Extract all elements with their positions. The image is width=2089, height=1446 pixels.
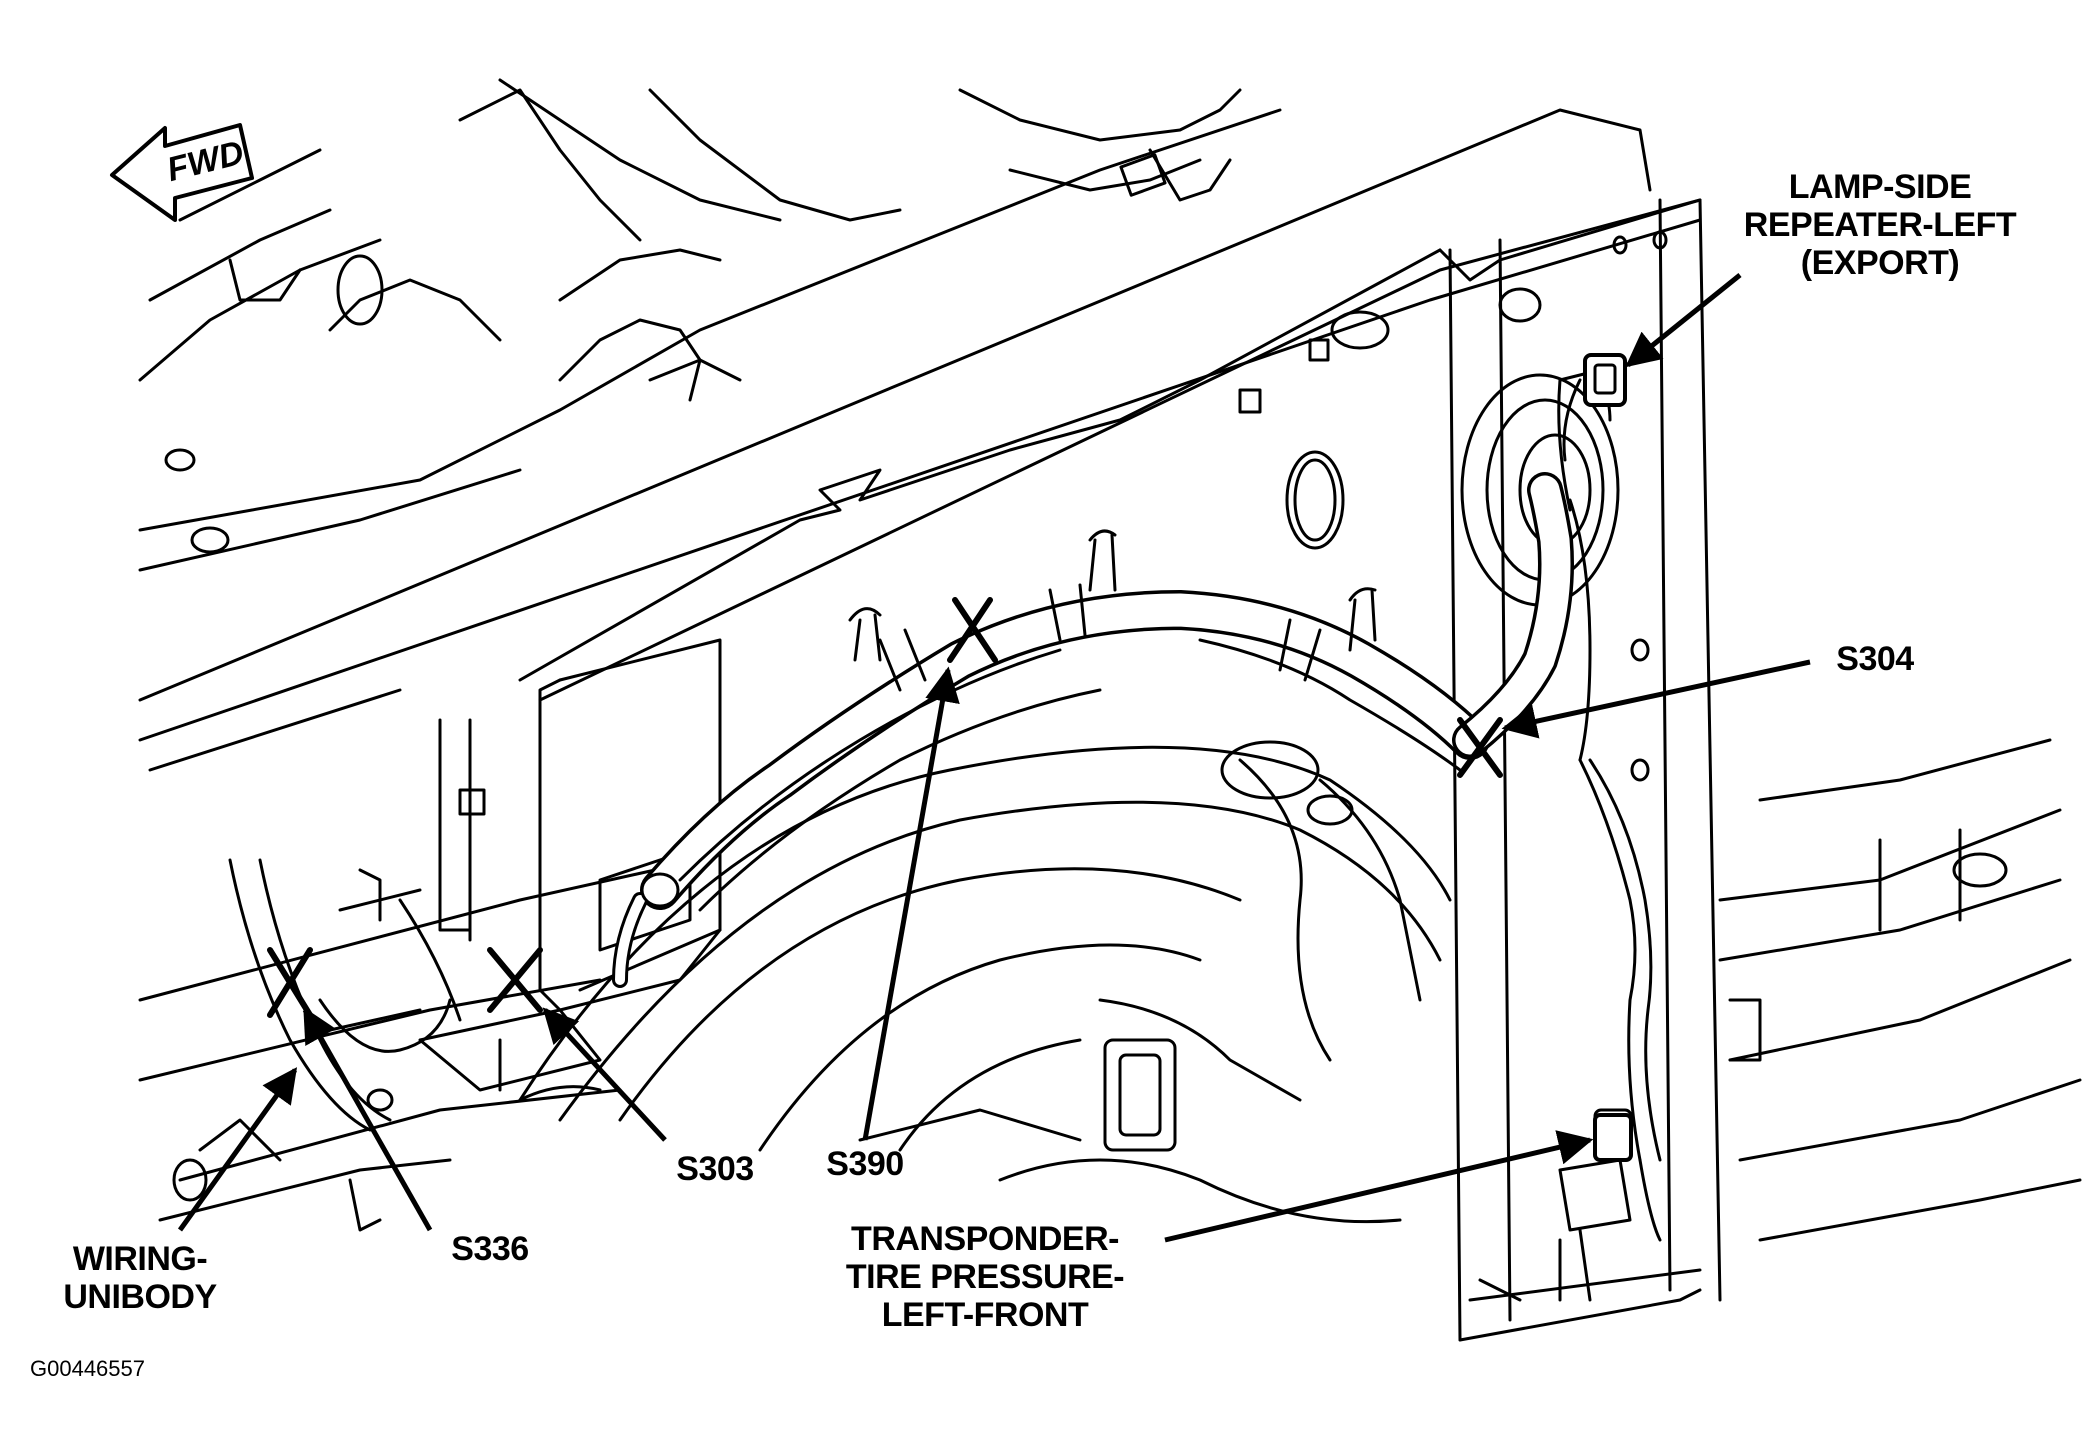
fwd-arrow: FWD bbox=[110, 123, 254, 222]
leader-lines bbox=[177, 273, 1811, 1243]
wiring-harness bbox=[612, 353, 1662, 1242]
callout-wiring-unibody: WIRING- UNIBODY bbox=[63, 1240, 217, 1316]
splice-x-s390 bbox=[947, 597, 998, 663]
splice-x-s304 bbox=[1457, 717, 1503, 778]
callout-s336: S336 bbox=[451, 1230, 529, 1268]
vehicle-body-linework bbox=[138, 78, 2082, 1342]
leader-wiring-unibody bbox=[177, 1067, 298, 1232]
callout-transponder-tire-pressure: TRANSPONDER- TIRE PRESSURE- LEFT-FRONT bbox=[845, 1220, 1125, 1334]
callout-lamp-side-repeater: LAMP-SIDE REPEATER-LEFT (EXPORT) bbox=[1743, 168, 2017, 282]
leader-transponder bbox=[1164, 1130, 1594, 1243]
leader-s390 bbox=[862, 666, 960, 1141]
splice-x-s303 bbox=[487, 947, 543, 1013]
callout-s390: S390 bbox=[826, 1145, 904, 1183]
figure-id: G00446557 bbox=[30, 1356, 145, 1381]
leader-s304 bbox=[1501, 659, 1811, 739]
callout-s303: S303 bbox=[676, 1150, 754, 1188]
leader-s303 bbox=[542, 1007, 667, 1142]
callout-s304: S304 bbox=[1836, 640, 1914, 678]
splice-x-s336 bbox=[267, 947, 313, 1018]
leader-lamp-side bbox=[1625, 273, 1742, 368]
splice-marks bbox=[267, 597, 1503, 1018]
leader-s336 bbox=[302, 1006, 433, 1232]
